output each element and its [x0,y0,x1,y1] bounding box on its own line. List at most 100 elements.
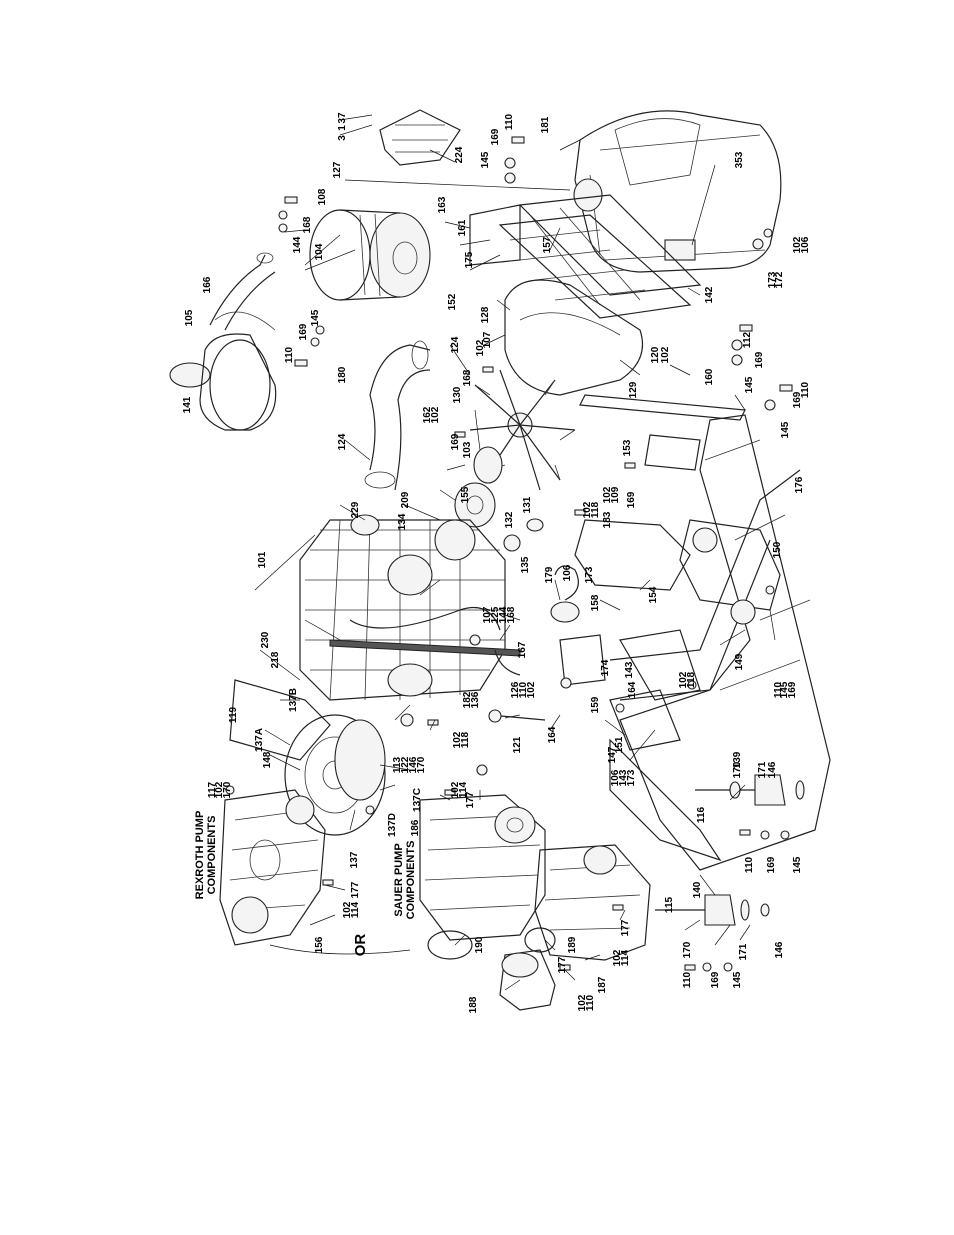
callout-170: 170 [732,761,743,778]
callout-173: 173 [626,769,637,786]
callout-102: 102 [342,901,353,918]
callout-153: 153 [622,439,633,456]
callout-125: 125 [490,606,501,623]
callout-102: 102 [678,671,689,688]
crossbar-160 [579,394,746,421]
callout-114: 114 [620,949,631,966]
radiator-frame [469,194,702,319]
callout-145: 145 [779,681,790,698]
callout-136: 136 [470,691,481,708]
section-label-or-label: OR [352,934,369,957]
callout-158: 158 [590,594,601,611]
callout-162: 162 [422,406,433,423]
sauer-pump-186 [419,794,546,941]
bracket-154 [574,519,691,591]
callout-164: 164 [627,681,638,698]
callout-102: 102 [660,346,671,363]
callout-145: 145 [310,309,321,326]
callout-170: 170 [416,756,427,773]
frame-176 [619,414,831,871]
callout-117: 117 [207,781,218,798]
callout-168: 168 [462,369,473,386]
callout-159: 159 [590,696,601,713]
callout-107: 107 [482,606,493,623]
callout-168: 168 [506,606,517,623]
callout-108: 108 [317,188,328,205]
callout-188: 188 [468,996,479,1013]
callout-229: 229 [350,501,361,518]
callout-137A: 137A [254,728,265,752]
callout-179: 179 [544,566,555,583]
callout-103: 103 [462,441,473,458]
callout-130: 130 [452,386,463,403]
callout-166: 166 [202,276,213,293]
callout-145: 145 [780,421,791,438]
callout-147: 147 [607,746,618,763]
callout-156: 156 [314,936,325,953]
callout-110: 110 [504,113,515,130]
callout-169: 169 [490,128,501,145]
callout-146: 146 [408,756,419,773]
callout-102: 102 [526,681,537,698]
callout-112: 112 [742,331,753,348]
callout-145: 145 [744,376,755,393]
callout-142: 142 [704,286,715,303]
label-plate-353 [664,239,696,261]
or-separator-curve [269,944,411,955]
mount-upper [692,527,718,553]
callout-102: 102 [582,501,593,518]
hose-167 [494,649,521,676]
callout-124: 124 [337,433,348,450]
callout-143: 143 [624,661,635,678]
callout-154: 154 [648,586,659,603]
callout-131: 131 [522,496,533,513]
callout-157: 157 [542,236,553,253]
pulley-155 [454,482,496,528]
callout-118: 118 [686,671,697,688]
callout-3: 3 [337,135,348,141]
hose-179 [554,565,579,601]
isolator-139 [695,774,805,806]
callout-128: 128 [480,306,491,323]
fan-shroud [504,279,644,396]
callout-114: 114 [350,901,361,918]
callout-170: 170 [222,781,233,798]
callout-209: 209 [400,491,411,508]
fitting-131 [526,518,544,532]
callout-169: 169 [450,433,461,450]
callout-102: 102 [214,781,225,798]
callout-161: 161 [457,219,468,236]
mount-149 [730,599,756,625]
callout-132: 132 [504,511,515,528]
outlet-229 [350,514,380,536]
callout-169: 169 [792,391,803,408]
callout-155: 155 [460,486,471,503]
callout-110: 110 [800,381,811,398]
callout-148: 148 [262,751,273,768]
isolator-140 [655,894,770,926]
callout-102: 102 [450,781,461,798]
callout-164: 164 [547,726,558,743]
callout-102: 102 [792,236,803,253]
callout-121: 121 [512,736,523,753]
callout-144: 144 [292,236,303,253]
callout-171: 171 [738,943,749,960]
callout-109: 109 [610,486,621,503]
rexroth-pump-156 [219,789,326,946]
callout-124: 124 [450,336,461,353]
callout-106: 106 [610,769,621,786]
callout-173: 173 [767,271,778,288]
callout-169: 169 [710,971,721,988]
callout-102: 102 [430,406,441,423]
hose-180 [369,344,431,491]
callout-137B: 137B [288,688,299,712]
callout-137D: 137D [387,813,398,837]
section-label-rexroth-line1: REXROTH PUMP [194,811,206,900]
callout-116: 116 [696,806,707,823]
section-label-sauer-line1: SAUER PUMP [393,843,405,916]
o-ring-190 [427,930,473,960]
callout-102: 102 [577,994,588,1011]
callout-146: 146 [767,761,778,778]
